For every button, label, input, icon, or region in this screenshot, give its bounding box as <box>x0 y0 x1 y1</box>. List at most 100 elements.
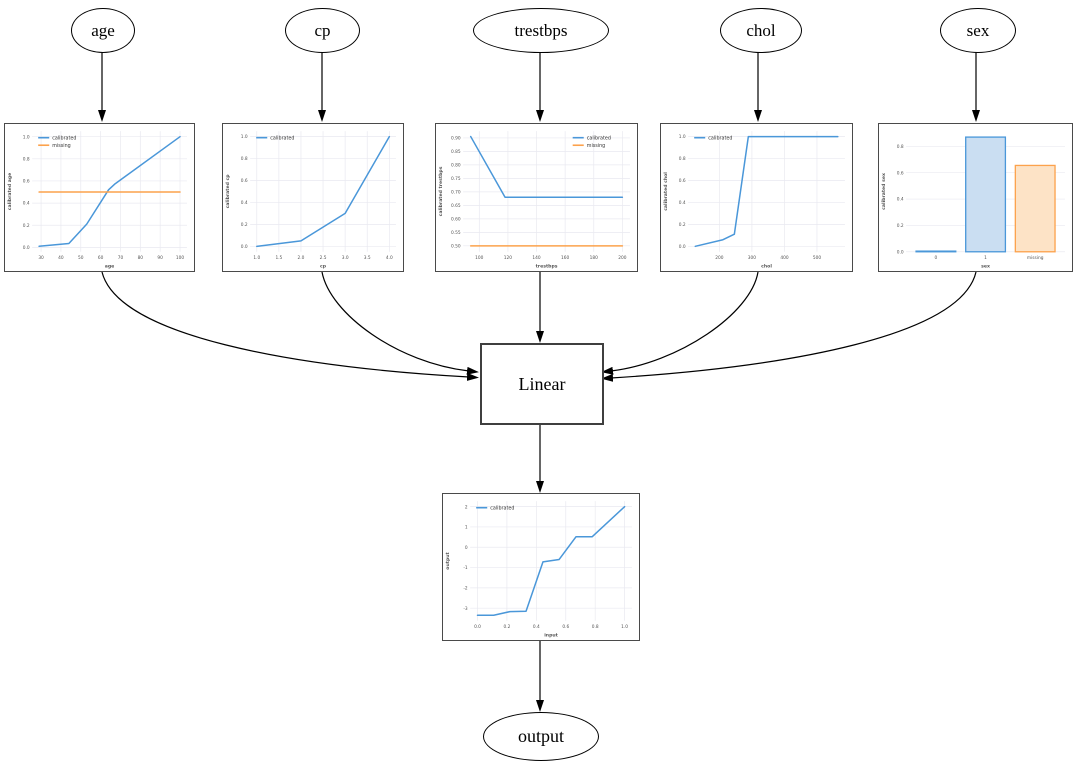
svg-text:trestbps: trestbps <box>536 263 558 269</box>
svg-text:1.0: 1.0 <box>621 624 628 630</box>
calibrator-plot-cp: 0.0 0.2 0.4 0.6 0.8 1.0 1.0 1.5 2.0 2.5 3.0 3.5 4.0 c… <box>222 123 404 272</box>
svg-text:missing: missing <box>52 143 70 149</box>
svg-text:0.75: 0.75 <box>451 176 461 182</box>
node-cp-label: cp <box>314 20 331 40</box>
node-age-label: age <box>91 20 115 40</box>
svg-text:calibrated sex: calibrated sex <box>881 173 887 210</box>
node-chol-label: chol <box>746 20 776 40</box>
cp-calibration-chart: 0.0 0.2 0.4 0.6 0.8 1.0 1.0 1.5 2.0 2.5 3.0 3.5 4.0 c… <box>225 131 396 269</box>
svg-text:-1: -1 <box>463 565 468 571</box>
svg-text:100: 100 <box>475 255 483 261</box>
svg-text:0.0: 0.0 <box>241 244 248 250</box>
svg-text:0.6: 0.6 <box>679 178 686 184</box>
svg-text:0.0: 0.0 <box>679 244 686 250</box>
svg-text:30: 30 <box>38 255 44 261</box>
svg-text:3.0: 3.0 <box>342 255 349 261</box>
svg-text:0.8: 0.8 <box>241 156 248 162</box>
svg-text:0.0: 0.0 <box>23 245 30 251</box>
svg-text:0.4: 0.4 <box>679 200 686 206</box>
svg-text:0.55: 0.55 <box>451 230 461 236</box>
node-output: output <box>483 712 599 761</box>
svg-text:200: 200 <box>618 255 626 261</box>
edge-sex-plot-to-linear <box>601 271 977 382</box>
svg-text:0.6: 0.6 <box>897 170 904 176</box>
svg-text:calibrated trestbps: calibrated trestbps <box>438 166 444 216</box>
svg-text:0.0: 0.0 <box>474 624 481 630</box>
svg-text:calibrated: calibrated <box>587 135 611 141</box>
svg-text:1.0: 1.0 <box>253 255 260 261</box>
svg-text:0.2: 0.2 <box>897 223 904 229</box>
svg-text:0.2: 0.2 <box>23 223 30 229</box>
svg-text:0.4: 0.4 <box>897 197 904 203</box>
svg-text:1.0: 1.0 <box>23 134 30 140</box>
svg-text:missing: missing <box>1027 255 1044 261</box>
node-output-label: output <box>517 726 564 746</box>
svg-text:200: 200 <box>715 255 723 261</box>
svg-text:missing: missing <box>587 143 605 149</box>
node-age: age <box>71 8 135 53</box>
svg-text:0: 0 <box>935 255 938 261</box>
node-linear: Linear <box>480 343 604 425</box>
svg-text:0.8: 0.8 <box>897 144 904 150</box>
svg-text:calibrated: calibrated <box>490 505 514 511</box>
svg-text:0.0: 0.0 <box>897 249 904 255</box>
svg-text:0.60: 0.60 <box>451 216 461 222</box>
svg-text:calibrated age: calibrated age <box>7 173 13 210</box>
node-trestbps: trestbps <box>473 8 609 53</box>
svg-text:0.2: 0.2 <box>503 624 510 630</box>
svg-text:70: 70 <box>118 255 124 261</box>
edge-chol-plot-to-linear <box>601 271 759 375</box>
node-trestbps-label: trestbps <box>514 20 568 40</box>
svg-text:0.80: 0.80 <box>451 163 461 169</box>
svg-text:0.90: 0.90 <box>451 136 461 142</box>
svg-text:0.4: 0.4 <box>241 200 248 206</box>
svg-text:400: 400 <box>780 255 788 261</box>
svg-text:3.5: 3.5 <box>364 255 371 261</box>
svg-text:0.8: 0.8 <box>592 624 599 630</box>
svg-text:chol: chol <box>761 263 772 269</box>
svg-text:0.2: 0.2 <box>679 222 686 228</box>
svg-text:calibrated: calibrated <box>270 135 294 141</box>
svg-text:0.50: 0.50 <box>451 243 461 249</box>
svg-text:0.85: 0.85 <box>451 149 461 155</box>
svg-text:40: 40 <box>58 255 64 261</box>
svg-text:0.8: 0.8 <box>23 156 30 162</box>
svg-text:1.0: 1.0 <box>241 134 248 140</box>
svg-text:0.65: 0.65 <box>451 203 461 209</box>
svg-text:0: 0 <box>465 545 468 551</box>
svg-text:1.0: 1.0 <box>679 134 686 140</box>
svg-text:60: 60 <box>98 255 104 261</box>
svg-text:-2: -2 <box>463 585 468 591</box>
svg-text:120: 120 <box>504 255 512 261</box>
svg-text:140: 140 <box>532 255 540 261</box>
svg-text:1.5: 1.5 <box>275 255 282 261</box>
node-chol: chol <box>720 8 802 53</box>
svg-text:0.2: 0.2 <box>241 222 248 228</box>
node-linear-label: Linear <box>518 373 566 394</box>
svg-text:4.0: 4.0 <box>386 255 393 261</box>
svg-text:1: 1 <box>984 255 987 261</box>
svg-text:input: input <box>544 632 558 638</box>
svg-text:calibrated cp: calibrated cp <box>225 174 231 209</box>
svg-text:cp: cp <box>320 264 327 269</box>
node-sex: sex <box>940 8 1016 53</box>
svg-text:500: 500 <box>813 255 821 261</box>
svg-text:2.0: 2.0 <box>298 255 305 261</box>
node-sex-label: sex <box>966 20 990 40</box>
edge-cp-plot-to-linear <box>321 271 479 375</box>
svg-text:100: 100 <box>176 255 184 261</box>
svg-text:0.4: 0.4 <box>533 624 540 630</box>
edge-age-plot-to-linear <box>101 271 479 381</box>
svg-text:180: 180 <box>590 255 598 261</box>
svg-text:age: age <box>105 264 115 269</box>
svg-text:2.5: 2.5 <box>320 255 327 261</box>
svg-text:0.6: 0.6 <box>241 178 248 184</box>
